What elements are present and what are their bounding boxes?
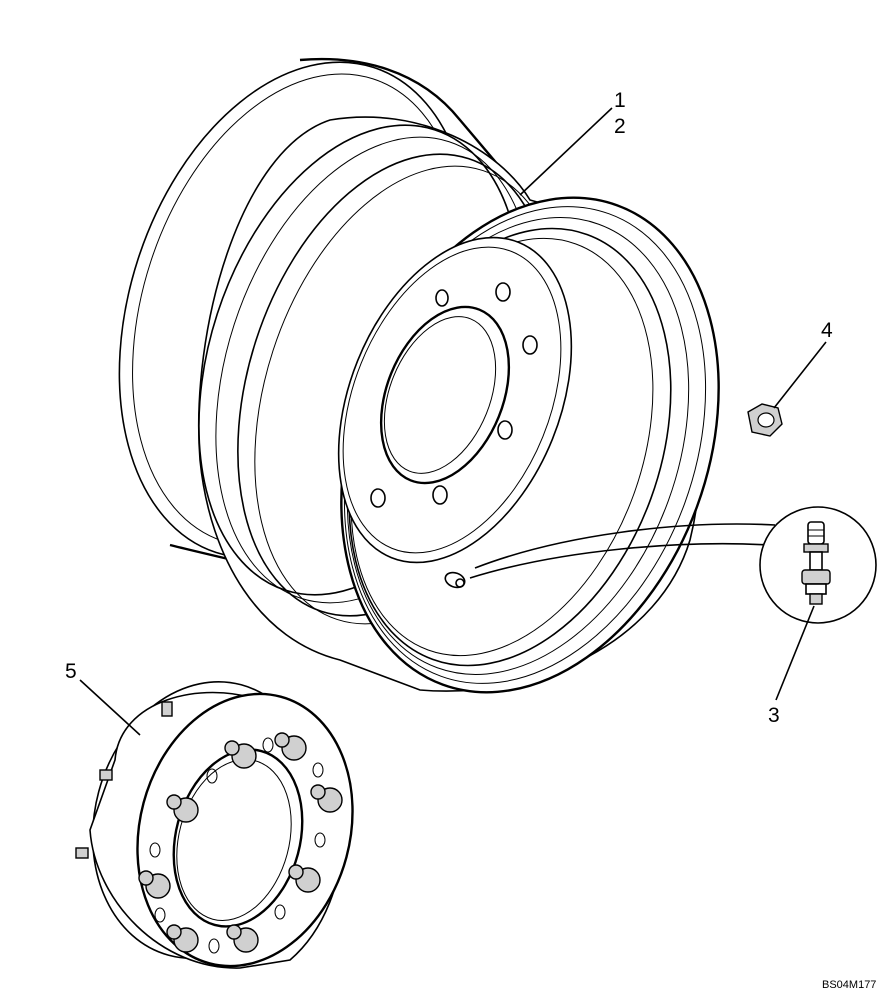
callout-2: 2 [614, 115, 626, 138]
callout-5: 5 [65, 660, 77, 683]
wheel-spacer-icon [75, 681, 354, 969]
leader-line-5 [79, 679, 141, 736]
leader-line-1-2 [519, 107, 613, 196]
wheel-rim-icon [118, 57, 720, 694]
callout-1: 1 [614, 89, 626, 112]
drawing-code: BS04M177 [822, 979, 876, 991]
callout-3: 3 [768, 704, 780, 727]
leader-line-3 [775, 605, 815, 701]
callout-leaders [79, 107, 827, 736]
callout-4: 4 [821, 319, 833, 342]
lug-nut-icon [747, 403, 783, 437]
valve-stem-icon [801, 521, 831, 605]
leader-line-4 [773, 341, 827, 409]
